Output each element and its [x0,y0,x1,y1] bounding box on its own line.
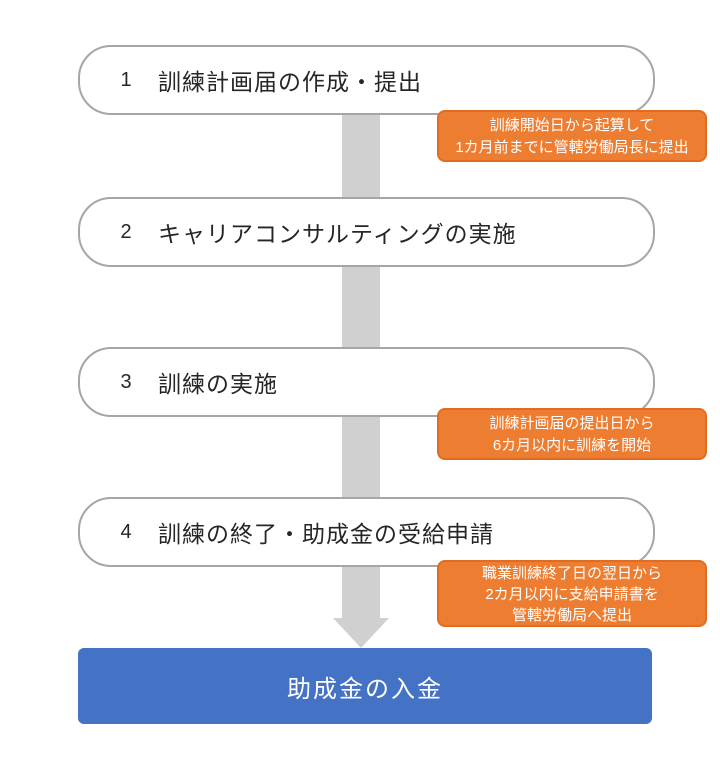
step-box-3: 3 訓練の実施 [78,347,655,417]
result-box: 助成金の入金 [78,648,652,724]
callout-line: 訓練開始日から起算して [489,117,655,134]
step-label: キャリアコンサルティングの実施 [158,221,517,247]
result-label: 助成金の入金 [287,675,443,703]
callout-line: 1カ月前までに管轄労働局長に提出 [455,139,689,156]
step-label: 訓練計画届の作成・提出 [158,69,422,95]
step-number: 1 [120,68,132,91]
callout-line: 職業訓練終了日の翌日から [481,565,662,582]
callout-line: 管轄労働局へ提出 [511,607,632,624]
step-number: 2 [120,220,132,243]
callout-line: 2カ月以内に支給申請書を [485,586,659,603]
callout-step3-deadline: 訓練計画届の提出日から 6カ月以内に訓練を開始 [437,408,707,460]
callout-step4-deadline: 職業訓練終了日の翌日から 2カ月以内に支給申請書を 管轄労働局へ提出 [437,560,707,627]
step-label: 訓練の実施 [158,371,278,397]
step-number: 4 [120,520,132,543]
callout-line: 6カ月以内に訓練を開始 [492,437,652,454]
step-number: 3 [120,370,132,393]
callout-line: 訓練計画届の提出日から [489,415,655,432]
callout-step1-deadline: 訓練開始日から起算して 1カ月前までに管轄労働局長に提出 [437,110,707,162]
step-label: 訓練の終了・助成金の受給申請 [158,521,494,547]
down-arrow-head-icon [333,618,389,648]
step-box-1: 1 訓練計画届の作成・提出 [78,45,655,115]
step-box-2: 2 キャリアコンサルティングの実施 [78,197,655,267]
step-box-4: 4 訓練の終了・助成金の受給申請 [78,497,655,567]
